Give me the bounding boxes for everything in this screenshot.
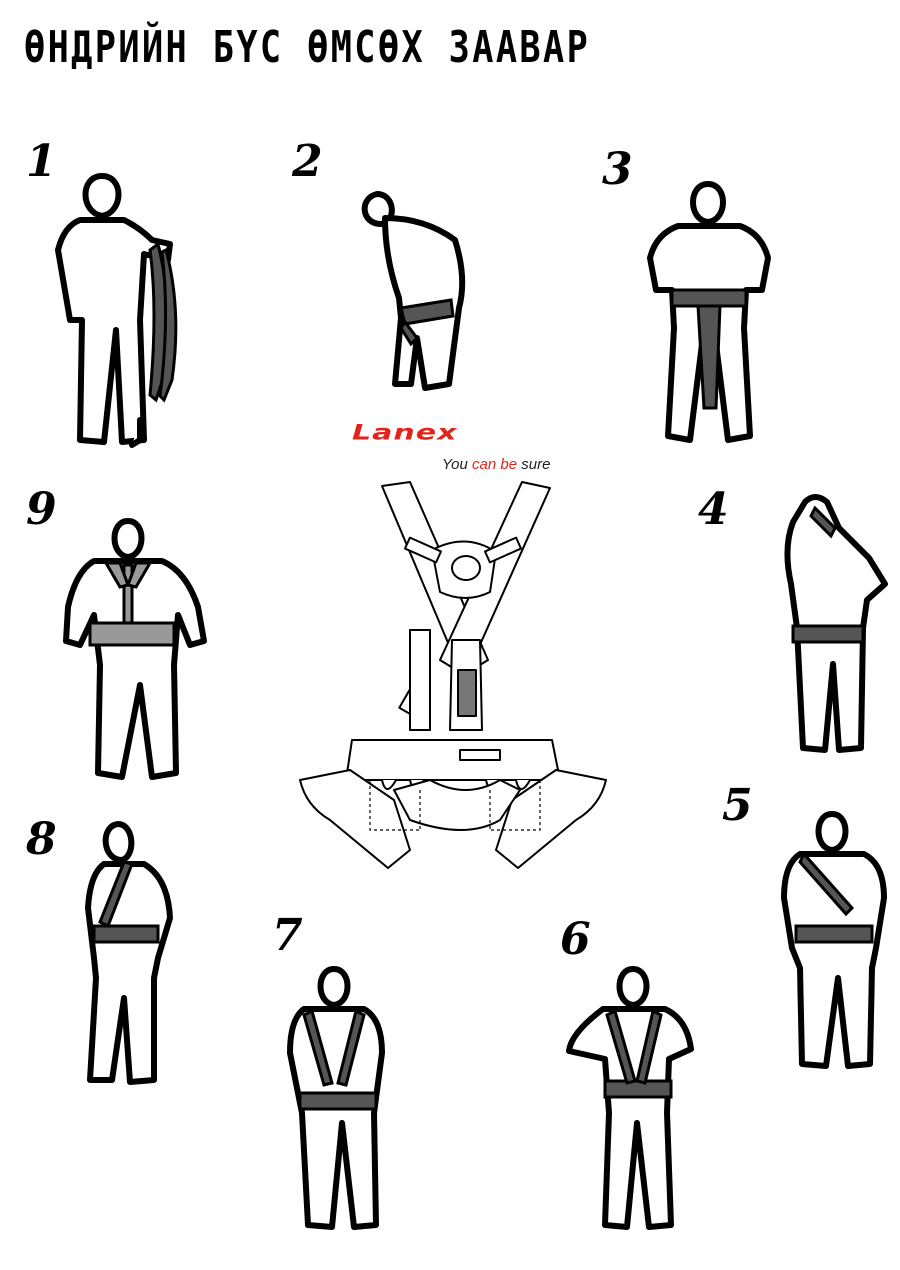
step-number-7: 7 [272, 910, 303, 961]
step-number-9: 9 [26, 484, 57, 535]
step-6-figure-icon [566, 966, 694, 1230]
step-number-2: 2 [292, 136, 323, 187]
step-number-8: 8 [26, 814, 57, 865]
step-number-5: 5 [722, 780, 753, 831]
page-title: ӨНДРИЙН БҮС ӨМСӨХ ЗААВАР [24, 22, 591, 73]
step-number-4: 4 [698, 484, 729, 535]
step-number-1: 1 [26, 136, 57, 187]
tagline-part-2: can be [472, 456, 518, 473]
tagline-part-1: You [442, 456, 473, 473]
step-9-figure-icon [63, 518, 207, 780]
brand-tagline: You can be sure [442, 456, 550, 473]
tagline-part-3: sure [517, 456, 551, 473]
step-8-figure-icon [85, 821, 173, 1085]
step-number-6: 6 [560, 914, 591, 965]
brand-name: Lanex [352, 420, 458, 446]
step-2-figure-icon [361, 191, 466, 391]
step-3-figure-icon [647, 181, 771, 443]
step-1-figure-icon [55, 173, 178, 448]
harness-diagram-icon [299, 481, 607, 869]
brand-logo: Lanex You can be sure [352, 420, 562, 480]
step-number-3: 3 [602, 144, 633, 195]
step-7-figure-icon [287, 966, 385, 1230]
step-4-figure-icon [784, 494, 888, 753]
step-5-figure-icon [781, 811, 887, 1069]
